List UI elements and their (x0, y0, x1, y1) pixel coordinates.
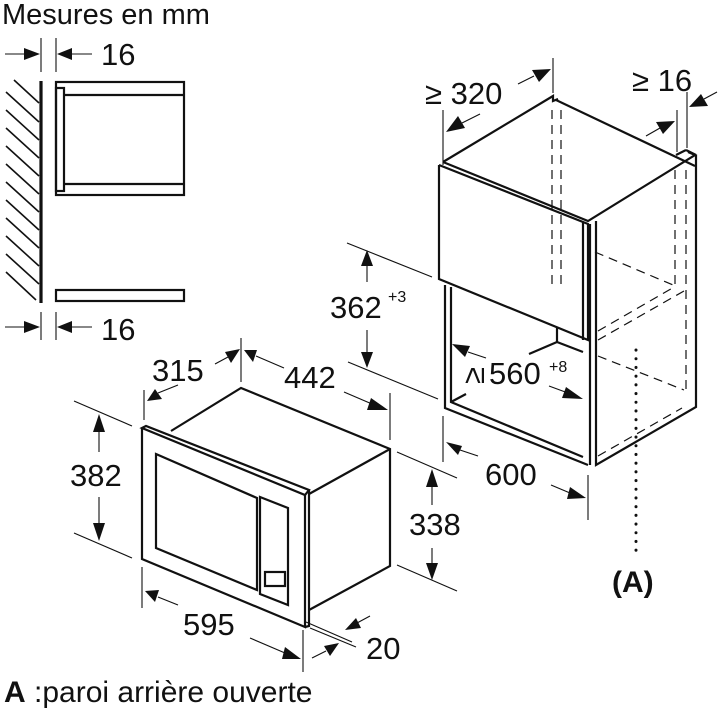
page-title: Mesures en mm (2, 0, 210, 31)
upper-cabinet (54, 80, 186, 197)
bottom-gap-label: 16 (101, 312, 135, 347)
body-height-label: 338 (409, 507, 461, 542)
niche-width-label: 560 (489, 356, 541, 391)
microwave-drawing: 315 442 382 338 595 (70, 338, 461, 672)
front-height-label: 382 (70, 458, 122, 493)
side-gap-label: ≥ 16 (632, 63, 692, 98)
front-width-label: 595 (183, 607, 235, 642)
depth-label: ≥ 320 (425, 76, 502, 111)
top-gap-label: 16 (101, 37, 135, 72)
niche-width-tolerance: +8 (549, 359, 567, 376)
legend-text: :paroi arrière ouverte (25, 676, 313, 709)
svg-text:≥: ≥ (456, 367, 491, 384)
cabinet-drawing: (A) ≥ 320 ≥ 16 362 +3 ≥ 560 +8 (330, 58, 718, 599)
niche-height-tolerance: +3 (388, 289, 406, 306)
legend: A :paroi arrière ouverte (4, 676, 312, 710)
wall-hatch (5, 79, 43, 303)
display-icon (263, 570, 287, 588)
niche-height-label: 362 (330, 290, 382, 325)
depth-body-label: 442 (284, 360, 336, 395)
rear-label: (A) (612, 566, 654, 599)
side-view: 16 16 (5, 37, 186, 347)
legend-key: A (4, 676, 26, 709)
depth-top-label: 315 (152, 353, 204, 388)
cabinet-width-label: 600 (485, 457, 537, 492)
lower-board (54, 288, 186, 303)
frame-depth-label: 20 (366, 631, 400, 666)
